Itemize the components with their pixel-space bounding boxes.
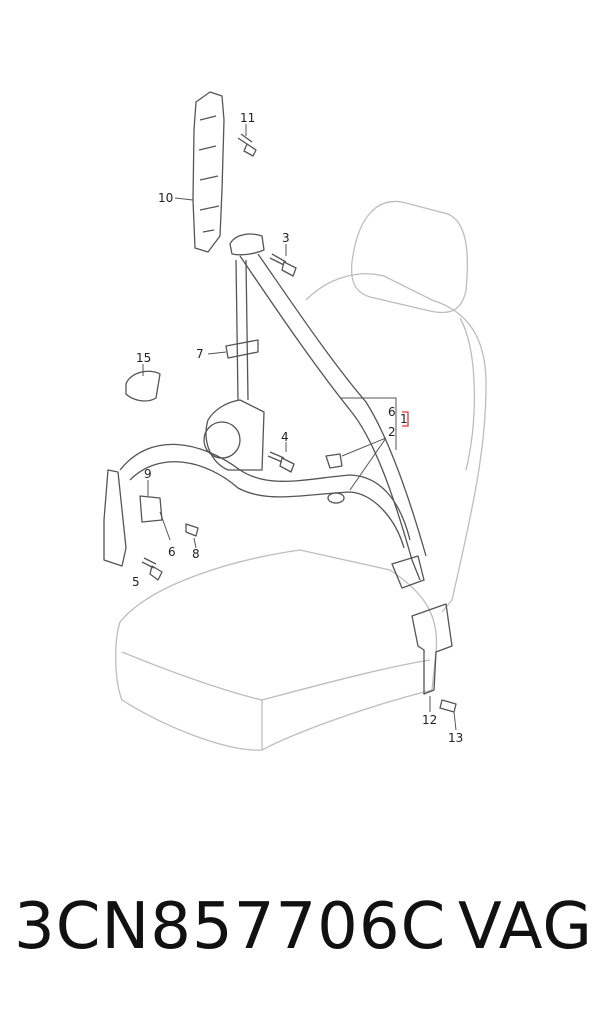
highlight-bracket [402,411,409,427]
brand-name: VAG [458,890,593,964]
lower-anchor [103,469,127,567]
caption: 3CN857706C VAG [0,880,600,990]
cushion-edge [121,651,431,701]
callout-3: 3 [282,231,290,245]
backrest-outline [305,273,487,613]
bolt-3 [269,253,297,277]
belt-assembly [103,91,457,713]
shoulder-belt-strap-edge [257,253,427,557]
lap-belt [119,443,411,541]
callout-6-upper: 6 [388,405,396,419]
callout-10: 10 [158,191,173,205]
bracket-9 [139,495,163,523]
retractor [205,399,265,471]
callout-6-lower: 6 [168,545,176,559]
cap-2-lower [327,492,345,504]
callout-8: 8 [192,547,200,561]
callout-15: 15 [136,351,151,365]
bolt-5 [141,557,163,581]
callout-2: 2 [388,425,396,439]
shoulder-belt-strap [239,255,421,581]
belt-tongue [391,555,425,589]
clip-15 [125,370,161,402]
callout-1: 1 [400,412,408,426]
part-number: 3CN857706C [14,890,447,964]
headrest-outline [350,200,469,314]
callout-7: 7 [196,347,204,361]
callout-12: 12 [422,713,437,727]
callout-9: 9 [144,467,152,481]
bolt-8 [185,523,199,537]
belt-guide-loop [229,233,265,256]
callout-4: 4 [281,430,289,444]
callout-5: 5 [132,575,140,589]
bolt-4 [267,451,295,473]
backrest-inner [459,317,476,471]
buckle-12 [411,603,453,695]
vertical-belt [235,259,249,401]
cushion-outline [115,549,438,751]
cap-2-upper [325,453,343,469]
leader-lines [142,124,457,731]
callout-labels: 11 10 3 7 15 4 6 1 2 9 6 8 5 12 13 [132,111,463,745]
clip-7 [225,339,259,359]
seat-belt-exploded-diagram: 11 10 3 7 15 4 6 1 2 9 6 8 5 12 13 [103,91,487,751]
callout-11: 11 [240,111,255,125]
bolt-13 [439,699,457,713]
part-1-highlight [402,411,409,427]
seat-outline [115,200,487,751]
lap-belt-edge [129,461,405,549]
height-adjuster-detail [198,115,220,233]
height-adjuster-rail [192,91,225,253]
bolt-11 [237,133,257,157]
callout-13: 13 [448,731,463,745]
